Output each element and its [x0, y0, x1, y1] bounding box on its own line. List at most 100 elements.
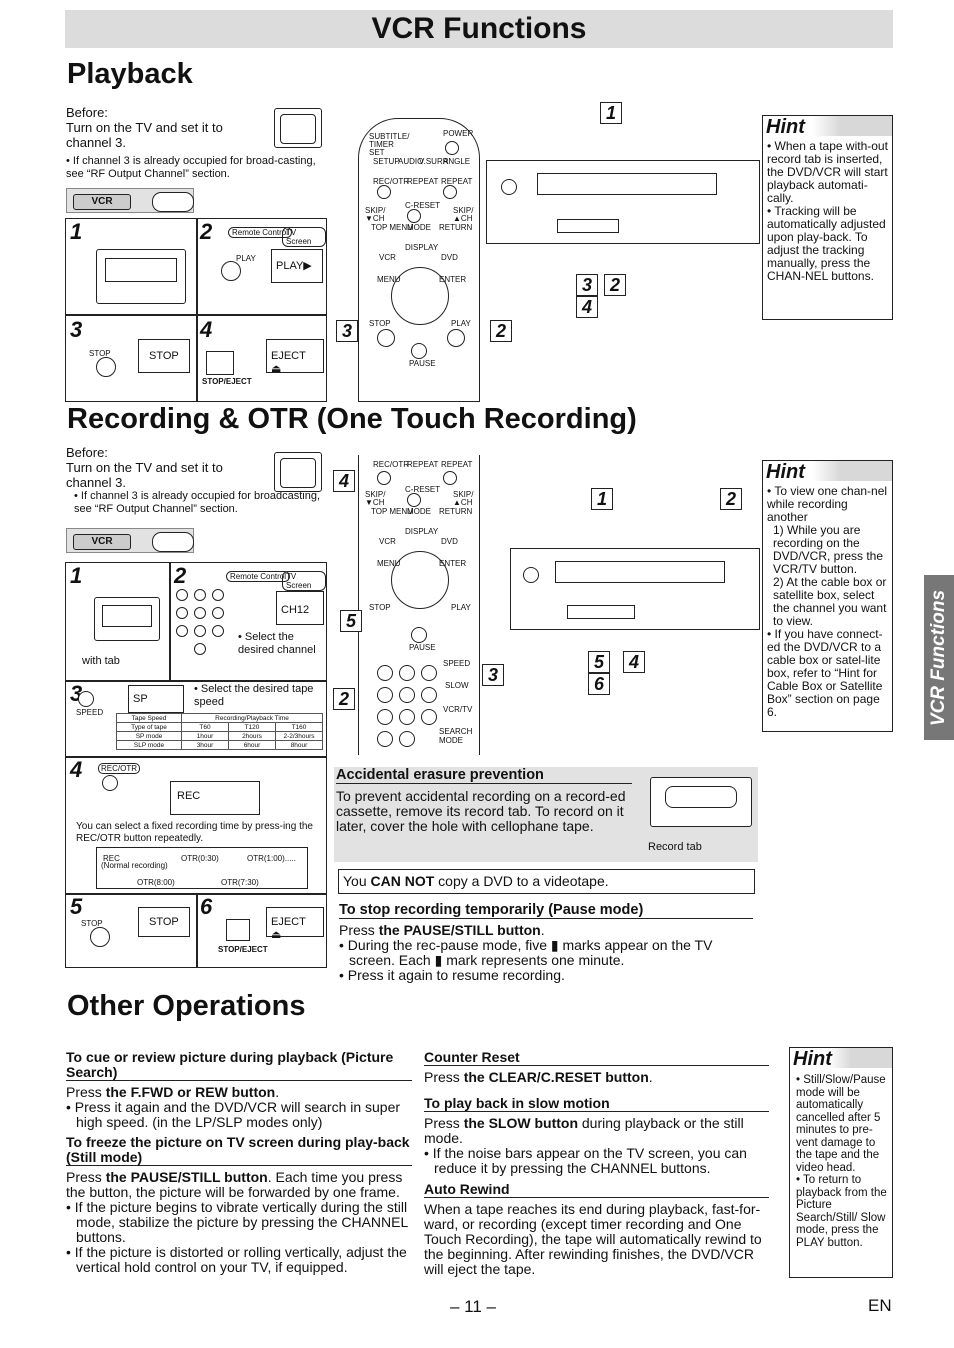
callout-2-remote: 2: [333, 688, 355, 710]
vcr-button-graphic: VCR: [73, 194, 131, 210]
freeze-button: the PAUSE/STILL button: [105, 1169, 268, 1185]
cassette-insert-graphic: [96, 249, 186, 304]
dvd-vcr-player-recording: [510, 548, 760, 630]
player-power: [501, 179, 517, 195]
callout-2-remote: 2: [490, 320, 512, 342]
before-label: Before:: [66, 105, 108, 120]
remote-dvd-label: DVD: [441, 253, 458, 262]
stop-eject-button-graphic: [206, 351, 234, 375]
otr-100: OTR(1:00).....: [247, 854, 296, 863]
counter-title: Counter Reset: [424, 1050, 769, 1066]
remote-repeat-label-2: REPEAT: [441, 177, 473, 186]
callout-2-player: 2: [720, 488, 742, 510]
freeze-title: To freeze the picture on TV screen durin…: [66, 1135, 412, 1166]
remote-menu-label: MENU: [377, 275, 401, 284]
hint-item: • To view one chan-nel while recording a…: [767, 484, 888, 524]
remote-ab-button: [443, 185, 457, 199]
hint-item: • Tracking will be automatically adjuste…: [767, 204, 886, 283]
remote-vcrtv-label: VCR/TV: [443, 705, 473, 714]
remote-stop-label: STOP: [369, 319, 391, 328]
callout-3-keypad: 3: [482, 664, 504, 686]
playback-title: Playback: [67, 58, 193, 90]
recording-steps: 1 2 3 4 5 6 with tab Remote Control TV S…: [65, 562, 327, 968]
pause-bullet-1: • During the rec-pause mode, five ▮ mark…: [339, 937, 713, 968]
remote-keypad: [377, 665, 437, 749]
speed-button-graphic: [78, 691, 94, 707]
callout-4-player: 4: [576, 296, 598, 318]
callout-2-player: 2: [604, 274, 626, 296]
rewind-title: Auto Rewind: [424, 1182, 769, 1198]
tv-icon: [274, 452, 322, 492]
vcr-button-icon: [152, 532, 194, 552]
select-channel-note: • Select the desired channel: [238, 631, 316, 656]
freeze-bullet-1: • If the picture begins to vibrate verti…: [66, 1199, 408, 1245]
remote-repeat-label: REPEAT: [407, 177, 439, 186]
remote-repeat-label: REPEAT: [407, 460, 439, 469]
remote-mode-label: MODE: [407, 223, 431, 232]
vcr-select-strip: VCR: [66, 188, 194, 213]
remote-angle-label: ANGLE: [443, 157, 471, 166]
slow-title: To play back in slow motion: [424, 1096, 769, 1112]
remote-vcr-label: VCR: [379, 253, 396, 262]
sp-screen: SP: [128, 685, 184, 713]
ch12-screen: CH12: [276, 591, 324, 625]
remote-topmenu-label: TOP MENU: [371, 507, 413, 516]
hint-item: 1) While you are recording on the DVD/VC…: [773, 523, 884, 576]
callout-1-player: 1: [600, 102, 622, 124]
remote-pause-label: PAUSE: [409, 359, 436, 368]
cue-button: the F.FWD or REW button: [105, 1084, 276, 1100]
table-cell: SLP mode: [116, 740, 182, 750]
erasure-text: To prevent accidental recording on a rec…: [336, 788, 626, 834]
table-header: Tape Speed: [116, 713, 182, 723]
page-banner: VCR Functions: [65, 10, 893, 48]
freeze-bullet-2: • If the picture is distorted or rolling…: [66, 1244, 407, 1275]
slow-text: during playback or the still mode.: [424, 1115, 744, 1146]
callout-3-player: 3: [576, 274, 598, 296]
pause-button-text: the PAUSE/STILL button: [378, 922, 541, 938]
remote-clear-button: [407, 493, 421, 507]
hint-item: • To return to playback from the Picture…: [796, 1174, 887, 1249]
vcr-button-icon: [152, 192, 194, 212]
hint-item: 2) At the cable box or satellite box, se…: [773, 575, 887, 628]
remote-play-button: [447, 329, 465, 347]
hint-title: Hint: [766, 116, 805, 138]
remote-power-label: POWER: [443, 129, 474, 138]
recording-title: Recording & OTR (One Touch Recording): [67, 403, 637, 435]
other-title: Other Operations: [67, 990, 306, 1022]
vcr-select-strip: VCR: [66, 528, 194, 553]
stop-eject-button-graphic: [226, 919, 250, 941]
rewind-section: Auto Rewind When a tape reaches its end …: [424, 1182, 769, 1277]
table-cell: T60: [181, 722, 229, 732]
stop-button-graphic: [90, 927, 110, 947]
player-buttons: [557, 219, 619, 233]
language-code: EN: [868, 1296, 892, 1315]
vcr-button-graphic: VCR: [73, 534, 131, 550]
table-cell: 2-2/3hours: [275, 731, 323, 741]
table-cell: T120: [228, 722, 276, 732]
cannot-post: copy a DVD to a videotape.: [434, 873, 609, 889]
before-text: Turn on the TV and set it to channel 3.: [66, 120, 223, 150]
erasure-title: Accidental erasure prevention: [336, 767, 632, 784]
pause-bullet-2: • Press it again to resume recording.: [339, 967, 565, 983]
remote-return-label: RETURN: [439, 507, 473, 516]
cassette-record-tab-graphic: [650, 777, 752, 827]
cue-section: To cue or review picture during playback…: [66, 1050, 412, 1130]
remote-stop-button: [377, 329, 395, 347]
rec-step-4: 4: [70, 757, 83, 782]
recording-hint: Hint • To view one chan-nel while record…: [762, 460, 893, 732]
remote-search-label: SEARCH MODE: [439, 727, 473, 745]
rec-otr-tag: REC/OTR: [98, 763, 140, 774]
playback-before-note: • If channel 3 is already occupied for b…: [66, 155, 316, 180]
otr-normal: (Normal recording): [101, 861, 168, 870]
remote-display-label: DISPLAY: [405, 527, 439, 536]
remote-dpad: [391, 551, 449, 609]
slow-button: the SLOW button: [463, 1115, 578, 1131]
remote-repeat-label-2: REPEAT: [441, 460, 473, 469]
playback-before: Before: Turn on the TV and set it to cha…: [66, 105, 266, 150]
dvd-vcr-player-playback: [486, 160, 760, 244]
play-screen: PLAY▶: [271, 249, 323, 283]
counter-button: the CLEAR/C.RESET button: [463, 1069, 649, 1085]
remote-vcr-label: VCR: [379, 537, 396, 546]
remote-topmenu-label: TOP MENU: [371, 223, 413, 232]
cue-bullet: • Press it again and the DVD/VCR will se…: [66, 1099, 401, 1130]
